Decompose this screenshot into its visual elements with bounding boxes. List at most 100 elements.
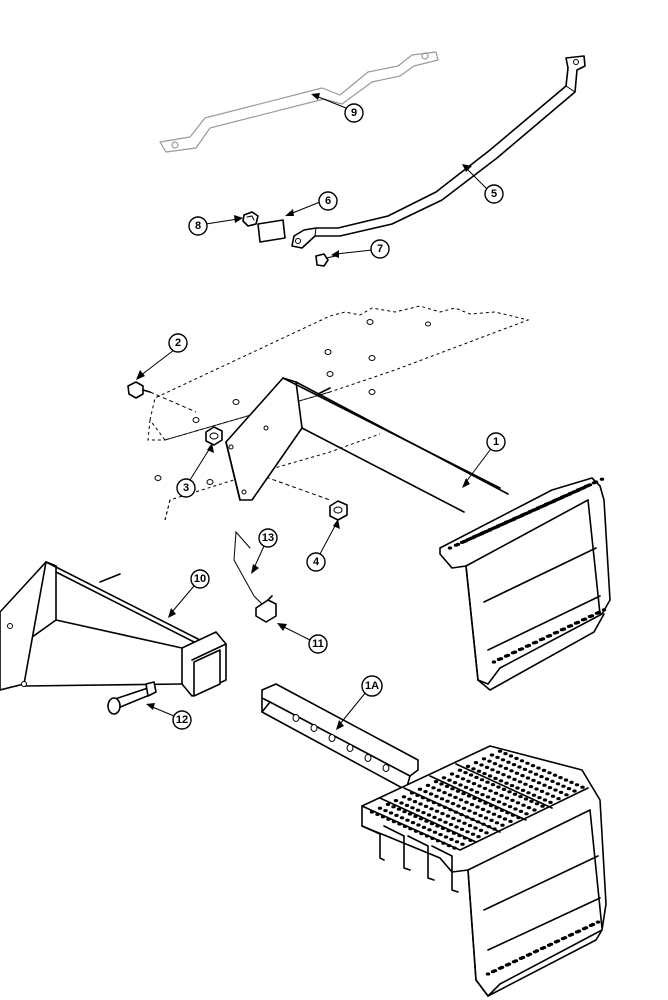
- perforation-dot: [496, 657, 502, 662]
- callout-5: 5: [462, 164, 504, 204]
- perforation-dot: [507, 790, 512, 794]
- perforation-dot: [599, 477, 605, 481]
- perforation-dot: [454, 840, 460, 844]
- callout-label: 8: [195, 220, 201, 232]
- perforation-dot: [495, 524, 501, 528]
- perforation-dot: [477, 784, 482, 788]
- perforation-dot: [545, 792, 550, 796]
- perforation-dot: [524, 644, 530, 648]
- perforation-dot: [513, 807, 518, 811]
- perforation-dot: [555, 782, 561, 786]
- perforation-dot: [465, 764, 471, 769]
- perforation-dot: [448, 808, 453, 812]
- perforation-dot: [510, 798, 515, 803]
- clevis-pin: [107, 681, 157, 715]
- perforation-dot: [494, 806, 499, 810]
- perforation-dot: [558, 790, 564, 795]
- upper-tread-perforations: [447, 477, 605, 550]
- perforation-dot: [445, 799, 450, 803]
- perforation-dot: [451, 831, 457, 835]
- perforation-dot: [482, 772, 487, 776]
- perforation-dot: [476, 769, 482, 773]
- perforation-dot: [519, 759, 525, 763]
- perforation-dot: [380, 815, 386, 819]
- perforation-dot: [468, 838, 473, 843]
- callout-label: 13: [262, 532, 274, 544]
- perforation-dot: [514, 756, 519, 761]
- callout-label: 10: [194, 573, 206, 585]
- perforation-dot: [482, 786, 488, 791]
- tube-adjust-holes: [292, 714, 390, 772]
- mounting-tube-bracket: [0, 561, 227, 697]
- perforation-dot: [533, 772, 539, 776]
- perforation-dot: [502, 817, 508, 821]
- perforation-dot: [453, 810, 459, 814]
- callouts: 1 1A 2 3 4: [136, 93, 506, 730]
- callout-label: 4: [313, 556, 320, 568]
- perforation-dot: [525, 953, 531, 957]
- perforation-dot: [458, 783, 463, 787]
- lynch-pin: [233, 530, 277, 623]
- perforation-dot: [449, 772, 455, 776]
- perforation-dot: [573, 621, 579, 625]
- callout-3: 3: [176, 443, 214, 498]
- perforation-dot: [434, 794, 439, 799]
- perforation-dot: [556, 797, 561, 801]
- perforation-dot: [438, 833, 443, 837]
- lower-tread-perforations: [491, 608, 607, 664]
- perforation-dot: [503, 654, 509, 658]
- perforation-dot: [515, 801, 521, 805]
- perforation-dot: [497, 966, 503, 970]
- perforation-dot: [544, 777, 550, 781]
- perforation-dot: [515, 786, 520, 790]
- perforation-dot: [529, 799, 534, 804]
- callout-label: 2: [175, 337, 181, 349]
- perforation-dot: [500, 823, 505, 827]
- perforation-dot: [591, 481, 597, 485]
- callout-8: 8: [188, 215, 243, 236]
- perforation-dot: [487, 774, 493, 778]
- perforation-dot: [527, 510, 533, 514]
- perforation-dot: [558, 776, 563, 780]
- perforation-dot: [534, 787, 539, 791]
- perforation-dot: [486, 810, 491, 814]
- perforation-dot: [569, 780, 574, 785]
- perforation-dot: [496, 800, 502, 804]
- perforation-dot: [424, 834, 430, 838]
- perforation-dot: [455, 789, 461, 793]
- perforation-dot: [595, 920, 601, 924]
- perforation-dot: [567, 492, 573, 496]
- perforation-dot: [424, 819, 429, 823]
- perforation-dot: [503, 766, 509, 771]
- perforation-dot: [484, 765, 490, 770]
- perforation-dot: [462, 836, 468, 840]
- perforation-dot: [442, 805, 448, 810]
- callout-2: 2: [136, 333, 188, 380]
- perforation-dot: [525, 761, 530, 765]
- perforation-dot: [503, 752, 508, 756]
- perforation-dot: [530, 764, 536, 768]
- perforation-dot: [456, 804, 461, 808]
- wide-step-assembly: [261, 683, 607, 997]
- perforation-dot: [440, 826, 446, 831]
- perforation-dot: [536, 781, 542, 785]
- perforation-dot: [408, 827, 413, 831]
- perforation-dot: [580, 618, 586, 622]
- perforation-dot: [369, 810, 375, 814]
- perforation-dot: [552, 773, 558, 777]
- perforation-dot: [523, 782, 528, 786]
- perforation-dot: [601, 608, 607, 612]
- perforation-dot: [502, 802, 507, 806]
- perforation-dot: [467, 824, 473, 828]
- perforation-dot: [572, 789, 577, 793]
- perforation-dot: [528, 770, 533, 774]
- perforation-dot: [517, 647, 523, 652]
- perforation-dot: [492, 827, 497, 831]
- perforation-dot: [418, 817, 424, 821]
- perforation-dot: [453, 795, 458, 800]
- callout-10: 10: [168, 569, 210, 618]
- perforation-dot: [430, 836, 435, 841]
- cab-frame-panel: [147, 305, 530, 521]
- perforation-dot: [431, 786, 436, 790]
- perforation-dot: [518, 795, 523, 799]
